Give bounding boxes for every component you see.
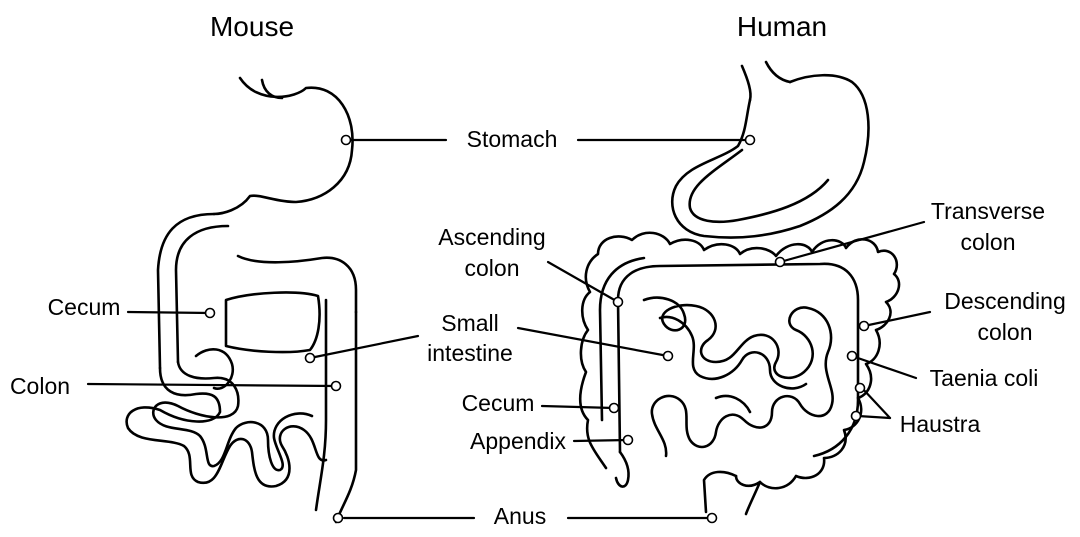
human-esophagus-right	[764, 60, 792, 84]
human-stomach-inner	[688, 148, 830, 224]
leader-small-intestine-mouse	[308, 334, 420, 360]
mouse-loop-small	[194, 348, 235, 390]
mouse-duodenum-outer	[156, 212, 216, 370]
mouse-colon-right	[334, 310, 358, 524]
mouse-colon-left	[314, 298, 328, 512]
dot-transverse-colon	[774, 256, 786, 268]
label-stomach: Stomach	[467, 126, 558, 152]
mouse-small-intestine-coils	[125, 366, 328, 488]
dot-appendix	[622, 434, 634, 446]
leader-transverse-colon	[778, 220, 926, 264]
human-gut-drawing	[578, 60, 901, 516]
dot-haustra-1	[854, 382, 866, 394]
human-title: Human	[737, 11, 827, 42]
mouse-cecum-outline	[236, 254, 358, 314]
dot-stomach-mouse	[340, 134, 352, 146]
label-anus: Anus	[494, 503, 546, 529]
human-colon-outer	[578, 231, 901, 490]
mouse-esophagus	[260, 78, 284, 100]
leader-descending-colon	[862, 310, 932, 328]
dot-colon-mouse	[330, 380, 342, 392]
labels: Stomach Cecum Colon Small intestine Anus…	[10, 126, 1066, 529]
label-descending-line1: Descending	[944, 288, 1065, 314]
leader-lines	[86, 138, 932, 520]
human-colon-inner	[616, 262, 860, 458]
leader-small-intestine-human	[516, 326, 670, 358]
label-transverse-line2: colon	[961, 229, 1016, 255]
human-stomach-outline	[670, 73, 870, 239]
dot-descending-colon	[858, 320, 870, 332]
label-small-line1: Small	[441, 310, 499, 336]
label-small-line2: intestine	[427, 340, 513, 366]
dot-haustra-2	[850, 410, 862, 422]
mouse-title: Mouse	[210, 11, 294, 42]
dot-anus-human	[706, 512, 718, 524]
label-appendix: Appendix	[470, 428, 566, 454]
leader-ascending-colon	[546, 260, 620, 304]
dot-small-intestine-human	[662, 350, 674, 362]
label-ascending-line2: colon	[465, 255, 520, 281]
leader-taenia-coli	[850, 354, 918, 380]
leader-colon-mouse	[86, 382, 338, 388]
mouse-small-intestine-inner	[151, 360, 314, 472]
dot-taenia-coli	[846, 350, 858, 362]
label-ascending-line1: Ascending	[438, 224, 545, 250]
label-descending-line2: colon	[978, 319, 1033, 345]
label-taenia-coli: Taenia coli	[930, 365, 1039, 391]
leader-cecum-mouse	[126, 310, 212, 315]
dot-anus-mouse	[332, 512, 344, 524]
dot-cecum-mouse	[204, 307, 216, 319]
label-cecum-human: Cecum	[462, 390, 535, 416]
human-appendix-shape	[614, 450, 630, 488]
human-small-intestine-inner	[658, 315, 808, 414]
human-colon-inner2	[598, 256, 646, 422]
endpoint-dots	[204, 134, 870, 524]
leader-haustra-2	[856, 414, 892, 420]
mouse-cecum-inner	[224, 291, 321, 354]
mouse-duodenum-inner	[174, 224, 230, 364]
mouse-stomach-outline	[212, 76, 354, 216]
human-small-intestine-coils	[642, 296, 834, 458]
mouse-gut-drawing	[125, 76, 358, 524]
dot-cecum-human	[608, 402, 620, 414]
label-haustra: Haustra	[900, 411, 981, 437]
dot-ascending-colon	[612, 296, 624, 308]
dot-stomach-human	[744, 134, 756, 146]
leader-haustra-1	[860, 386, 892, 420]
label-transverse-line1: Transverse	[931, 198, 1045, 224]
leader-appendix	[572, 438, 630, 443]
human-esophagus	[740, 64, 752, 102]
human-rectum	[702, 470, 762, 516]
dot-small-intestine-mouse	[304, 352, 316, 364]
leader-cecum-human	[540, 404, 616, 410]
label-cecum-mouse: Cecum	[48, 294, 121, 320]
label-colon-mouse: Colon	[10, 373, 70, 399]
